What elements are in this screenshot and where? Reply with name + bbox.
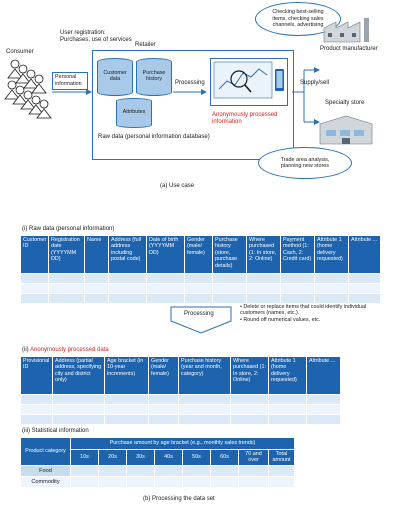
processing-label-top: Processing (175, 80, 205, 86)
anonymous-info-line1: Anonymously processed (212, 112, 278, 118)
anonymized-data-table: Provisional ID Address (partial address,… (20, 356, 341, 425)
processing-arrow-icon (173, 89, 207, 95)
stats-header-category: Product category (20, 437, 71, 466)
table-row (20, 394, 341, 405)
table-row (20, 293, 381, 304)
customer-data-line1: Customer (103, 70, 127, 76)
anon-header-attribute-more: Attribute ... (306, 356, 341, 395)
stats-row-food: Food (20, 464, 71, 477)
stats-row-commodity: Commodity (20, 475, 71, 488)
store-callout-line1: Trade area analysis, (280, 156, 330, 163)
consumer-group-icon (4, 59, 52, 119)
purchase-history-db-icon: Purchase history (136, 58, 172, 96)
anonymous-info-line2: information (212, 119, 242, 125)
stats-header-age-10s: 10s (70, 449, 99, 466)
table-row (20, 283, 381, 294)
product-manufacturer-label: Product manufacturer (320, 46, 378, 52)
anon-table-title: (ii) Anonymously processed data (22, 347, 109, 354)
customer-data-line2: data (109, 76, 121, 83)
raw-data-label: Raw data (personal information database) (98, 134, 210, 140)
processing-caption: (b) Processing the data set (143, 496, 215, 502)
purchase-history-line2: history (146, 76, 162, 83)
raw-header-registration-date: Registration date (YYYYMM DD) (48, 235, 85, 274)
processing-bullet-2: • Round off numerical values, etc. (240, 316, 321, 323)
consumer-label: Consumer (6, 49, 34, 55)
processing-down-arrow-icon (170, 306, 232, 334)
chart-screen-icon (213, 61, 284, 99)
raw-header-address: Address (full address including postal c… (108, 235, 147, 274)
manufacturer-callout-line3: channels, advertising (272, 22, 324, 29)
customer-data-db-icon: Customer data (97, 58, 133, 96)
stats-header-age-20s: 20s (98, 449, 127, 466)
supply-arrows-icon (292, 67, 320, 125)
anon-header-age-bracket: Age bracket (in 10-year increments) (104, 356, 149, 395)
anon-header-purchase-history: Purchase history (year and month, catego… (178, 356, 231, 395)
anon-header-gender: Gender (male/ female) (148, 356, 179, 395)
personal-info-line2: information (55, 81, 82, 88)
personal-info-line1: Personal (55, 74, 77, 80)
manufacturer-callout-line1: Checking best-selling (272, 9, 324, 16)
stats-header-total: Total amount (268, 449, 295, 466)
raw-data-table: Customer ID Registration date (YYYYMM DD… (20, 235, 381, 304)
raw-header-date-of-birth: Date of birth (YYYYMM DD) (146, 235, 185, 274)
raw-header-payment-method: Payment method (1: Cash, 2: Credit card) (280, 235, 315, 274)
stats-header-age-50s: 50s (182, 449, 211, 466)
raw-header-purchase-history: Purchase history (store, purchase detail… (212, 235, 247, 274)
processing-bullet-1: • Delete or replace items that could ide… (240, 304, 367, 317)
personal-info-box: Personal information (52, 72, 88, 90)
attributes-db-icon: Attributes (116, 98, 152, 128)
store-callout: Trade area analysis, planning new stores (258, 147, 352, 179)
raw-data-table-title: (i) Raw data (personal information) (22, 226, 115, 232)
raw-header-customer-id: Customer ID (20, 235, 49, 274)
anon-table-title-prefix: (ii) (22, 347, 30, 353)
user-registration-label: User registration: (60, 30, 106, 36)
raw-header-attribute-more: Attribute ... (348, 235, 381, 274)
arrow-to-retailer-icon (52, 89, 92, 95)
processing-bullets: • Delete or replace items that could ide… (240, 304, 392, 323)
purchase-history-line1: Purchase (142, 70, 166, 76)
stats-header-age-30s: 30s (126, 449, 155, 466)
raw-header-where-purchased: Where purchased (1: In store, 2: Online) (246, 235, 281, 274)
table-row: Commodity (20, 475, 295, 488)
store-building-icon (319, 115, 373, 145)
raw-header-name: Name (84, 235, 109, 274)
raw-header-attribute-1: Attribute 1 (home delivery requested) (314, 235, 349, 274)
stats-header-age-70-over: 70 and over (238, 449, 269, 466)
purchases-label: Purchases, use of services (60, 37, 132, 43)
factory-icon (323, 18, 369, 43)
supply-sell-label: Supply/sell (300, 80, 330, 86)
stats-header-group: Purchase amount by age bracket (e.g., mo… (70, 437, 295, 450)
store-callout-line2: planning new stores (281, 163, 329, 169)
manufacturer-callout-line2: items, checking sales (272, 15, 324, 22)
stats-header-age-60s: 60s (210, 449, 239, 466)
stats-table-title: (iii) Statistical information (22, 428, 89, 434)
anon-table-title-highlight: Anonymously processed data (30, 347, 109, 353)
anon-header-address: Address (partial address, specifying cit… (52, 356, 105, 395)
attributes-label: Attributes (122, 109, 146, 115)
anon-header-provisional-id: Provisional ID (20, 356, 53, 395)
statistical-info-table: Product category Purchase amount by age … (20, 437, 295, 488)
use-case-caption: (a) Use case (160, 183, 195, 189)
table-row (20, 414, 341, 425)
stats-header-age-40s: 40s (154, 449, 183, 466)
table-row (20, 404, 341, 415)
specialty-store-label: Specialty store (325, 100, 365, 106)
anonymous-data-screen (210, 58, 288, 106)
raw-header-gender: Gender (male/ female) (184, 235, 213, 274)
anon-header-attribute-1: Attribute 1 (home delivery requested) (268, 356, 307, 395)
processing-label: Processing (184, 311, 214, 317)
anon-header-where-purchased: Where purchased (1: In store, 2: Online) (230, 356, 269, 395)
table-row: Food (20, 464, 295, 477)
manufacturer-callout: Checking best-selling items, checking sa… (255, 2, 341, 36)
table-row (20, 273, 381, 284)
retailer-label: Retailer (135, 42, 156, 48)
